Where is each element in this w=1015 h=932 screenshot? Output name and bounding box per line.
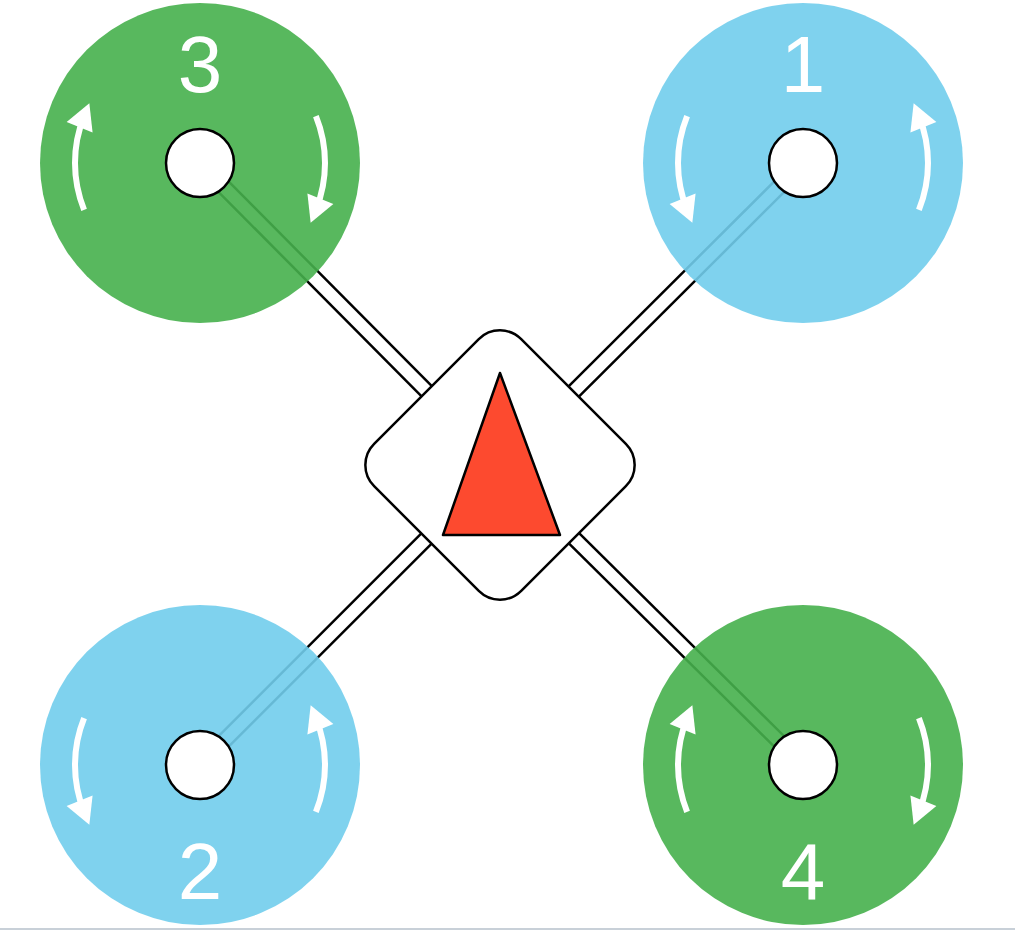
hub xyxy=(353,318,647,612)
motor-hub xyxy=(769,731,837,799)
rotation-arrowhead xyxy=(910,795,936,824)
propeller-disc xyxy=(40,605,360,925)
motor-circle: 4 xyxy=(643,605,963,925)
motor-circle: 2 xyxy=(40,605,360,925)
propeller-disc xyxy=(40,3,360,323)
rotation-arrowhead xyxy=(67,103,93,132)
rotation-arrowhead xyxy=(670,705,696,734)
rotation-arrowhead xyxy=(670,193,696,222)
propeller-disc xyxy=(643,605,963,925)
rotation-arc xyxy=(678,116,687,210)
rotation-arrowhead xyxy=(307,193,333,222)
motor-circle: 3 xyxy=(40,3,360,323)
rotation-arrowhead xyxy=(307,705,333,734)
motor-number: 2 xyxy=(40,832,360,912)
propeller-disc xyxy=(643,3,963,323)
motor-number: 4 xyxy=(643,832,963,912)
rotation-arrowhead xyxy=(67,795,93,824)
rotation-arc xyxy=(919,718,928,812)
motor-circle: 1 xyxy=(643,3,963,323)
motor-hub xyxy=(166,129,234,197)
rotation-arrowhead xyxy=(910,103,936,132)
rotation-arc xyxy=(678,718,687,812)
rotation-arc xyxy=(75,718,84,812)
rotation-arc xyxy=(316,718,325,812)
motor-number: 3 xyxy=(40,25,360,105)
motor-number: 1 xyxy=(643,25,963,105)
bottom-rule xyxy=(0,928,1015,930)
motor-hub xyxy=(769,129,837,197)
rotation-arc xyxy=(316,116,325,210)
motor-hub xyxy=(166,731,234,799)
rotation-arc xyxy=(919,116,928,210)
rotation-arc xyxy=(75,116,84,210)
